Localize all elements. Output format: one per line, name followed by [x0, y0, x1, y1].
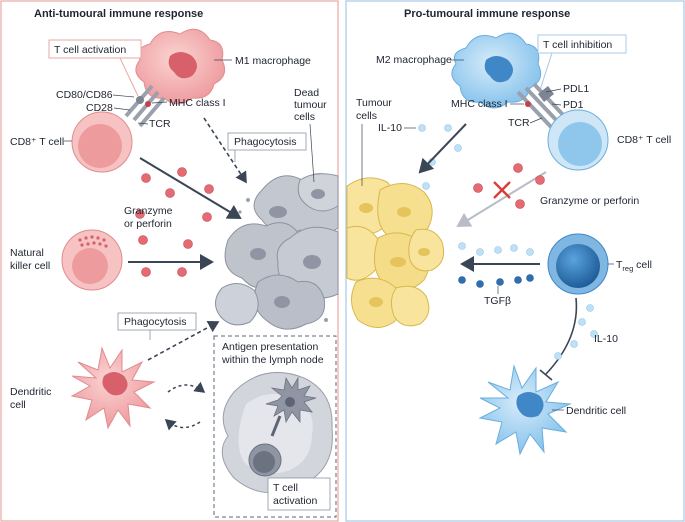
lymph-t-cell	[248, 415, 282, 477]
natural-killer-cell	[61, 229, 123, 291]
migration-arrow-back	[164, 419, 201, 431]
dendritic-label-2: cell	[10, 399, 26, 411]
nk-label-1: Natural	[10, 247, 44, 259]
left-panel-title: Anti-tumoural immune response	[34, 8, 203, 20]
lymph-activation-label-1: T cell	[273, 482, 298, 494]
phagocytosis-label-top: Phagocytosis	[234, 136, 296, 148]
granzyme-granules	[135, 167, 214, 277]
treg-label: Treg cell	[616, 259, 652, 273]
cd8-t-cell-label-right: CD8⁺ T cell	[617, 134, 671, 146]
m2-to-tumour-arrow	[418, 123, 467, 174]
cd28-leader	[113, 107, 131, 111]
dendritic-cell-label-right: Dendritic cell	[566, 405, 626, 417]
nk-label-2: killer cell	[10, 260, 50, 272]
tgfb-molecules	[458, 274, 534, 288]
tcr-leader-left	[137, 122, 149, 125]
lymph-dendritic-cell	[265, 376, 317, 424]
mhc-class-i-label-left: MHC class I	[169, 97, 226, 109]
dead-label-3: cells	[294, 111, 315, 123]
tumour-cell-cluster	[346, 177, 445, 328]
tumour-cells-label-2: cells	[356, 110, 377, 122]
cd8-t-cell-label-left: CD8⁺ T cell	[10, 136, 64, 148]
phagocytosis-box-bottom	[117, 312, 197, 331]
dead-label-1: Dead	[294, 87, 319, 99]
pdl1-leader	[545, 88, 562, 93]
cd28-label: CD28	[86, 102, 113, 114]
migration-arrow-out	[167, 381, 206, 393]
pd1-leader	[551, 103, 562, 106]
il10-bottom-label: IL-10	[594, 333, 618, 345]
dead-tumour-cluster	[215, 173, 339, 330]
dendritic-cell-right	[478, 364, 572, 456]
phagocytosis-label-bottom: Phagocytosis	[124, 316, 186, 328]
t-cell-inhibition-pointer	[539, 52, 553, 91]
t-cell-activation-label: T cell activation	[54, 44, 126, 56]
lymph-activation-label-2: activation	[273, 495, 318, 507]
granzyme-right-label: Granzyme or perforin	[540, 195, 639, 207]
treg-cell	[547, 233, 609, 295]
pd1-label: PD1	[563, 99, 584, 111]
blocked-granzyme-arrow	[456, 171, 547, 228]
phagocytosis-arrow-bottom	[147, 320, 220, 361]
phagocytosis-arrow-top	[203, 117, 247, 184]
cd80-cd86-label: CD80/CD86	[56, 89, 113, 101]
tcr-label-left: TCR	[149, 118, 171, 130]
il10-molecules-bottom	[554, 304, 598, 360]
il10-molecules-mid	[458, 242, 534, 256]
treg-inhibit-bar	[539, 369, 553, 381]
t-cell-activation-pointer	[119, 57, 139, 97]
inhibition-cross	[493, 181, 511, 199]
receptor-complex-right	[516, 82, 568, 130]
right-panel-title: Pro-tumoural immune response	[404, 8, 570, 20]
t-cell-inhibition-label: T cell inhibition	[543, 39, 612, 51]
cd8-t-cell-right	[547, 109, 609, 171]
tumour-cells-label-1: Tumour	[356, 97, 392, 109]
cd8-t-cell-left	[71, 111, 133, 173]
t-cell-activation-box	[48, 39, 142, 59]
mhc-leader-left	[151, 101, 168, 104]
treg-inhibit-line	[545, 297, 578, 375]
m1-macrophage-label: M1 macrophage	[235, 55, 311, 67]
dendritic-cell-left	[70, 346, 156, 430]
dendritic-label-1: Dendritic	[10, 386, 51, 398]
lymph-activation-box	[267, 477, 331, 511]
m2-macrophage-label: M2 macrophage	[376, 54, 452, 66]
t-cell-kill-arrow	[139, 157, 242, 220]
tgfb-label: TGFβ	[484, 295, 511, 307]
mhc-class-i-label-right: MHC class I	[451, 98, 508, 110]
receptor-complex	[124, 84, 166, 128]
antigen-label-1: Antigen presentation	[222, 341, 318, 353]
phagocytosis-box-top	[227, 132, 307, 151]
dead-label-2: tumour	[294, 99, 327, 111]
granzyme-label-2: or perforin	[124, 218, 172, 230]
t-cell-inhibition-box	[537, 34, 627, 54]
cd80-leader	[112, 94, 135, 98]
granzyme-granules-right	[473, 163, 545, 209]
antigen-label-2: within the lymph node	[221, 354, 324, 366]
m1-macrophage	[135, 28, 226, 105]
il10-top-label: IL-10	[378, 122, 402, 134]
tcr-leader-right	[529, 117, 543, 124]
granzyme-label-1: Granzyme	[124, 205, 173, 217]
tcr-label-right: TCR	[508, 117, 530, 129]
dead-leader	[309, 123, 315, 183]
pdl1-label: PDL1	[563, 83, 589, 95]
